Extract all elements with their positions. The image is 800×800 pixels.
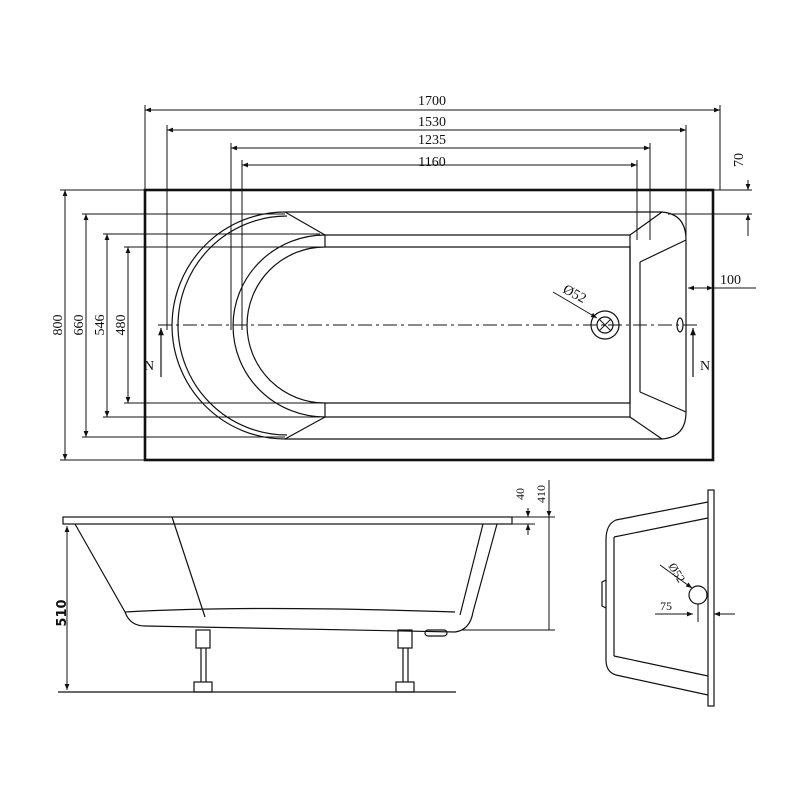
dim-label: 40 — [513, 488, 527, 500]
dim-70 — [668, 180, 752, 236]
dim-label: 100 — [720, 273, 741, 288]
leg-left — [193, 629, 213, 693]
tub-rim — [62, 516, 513, 525]
dim-label: 1235 — [418, 133, 446, 148]
dim-label: 800 — [51, 315, 66, 336]
dim-800 — [60, 189, 145, 461]
dim-label: 510 — [55, 599, 70, 626]
outer-outline — [143, 188, 715, 462]
dim-546 — [103, 233, 320, 418]
leg-right — [395, 629, 415, 693]
side-view: 510 40 410 — [55, 480, 555, 693]
dim-label: 70 — [732, 153, 747, 167]
end-body — [605, 501, 709, 696]
end-rim — [707, 489, 715, 707]
dim-1235 — [230, 143, 651, 330]
dim-660 — [82, 213, 285, 438]
dim-label: 1530 — [418, 115, 446, 130]
tub-body — [74, 523, 498, 633]
dim-label: Ø52 — [665, 560, 688, 585]
basin-upper — [246, 234, 631, 418]
dim-label: 1160 — [418, 155, 445, 170]
dim-label: 546 — [93, 315, 108, 336]
dim-410 — [462, 480, 555, 631]
dim-1700 — [144, 105, 721, 190]
drain-icon — [590, 310, 620, 340]
dim-label: 75 — [660, 599, 672, 613]
end-view: Ø52 75 — [601, 489, 735, 707]
drain-hole-icon — [688, 585, 708, 605]
dim-1160 — [241, 160, 638, 330]
dim-label: 480 — [114, 315, 129, 336]
drain-fitting — [424, 629, 448, 637]
dim-40 — [512, 508, 555, 535]
dim-label: Ø52 — [560, 282, 588, 307]
overflow-icon — [676, 317, 684, 333]
section-label: N — [144, 359, 154, 374]
top-view: 1700 1530 1235 1160 800 660 546 480 70 1… — [51, 94, 756, 462]
dim-label: 410 — [534, 485, 548, 503]
dim-label: 660 — [72, 315, 87, 336]
section-label: N — [700, 359, 710, 374]
dim-label: 1700 — [418, 94, 446, 109]
dim-480 — [124, 246, 320, 404]
basin-floor — [325, 246, 631, 404]
